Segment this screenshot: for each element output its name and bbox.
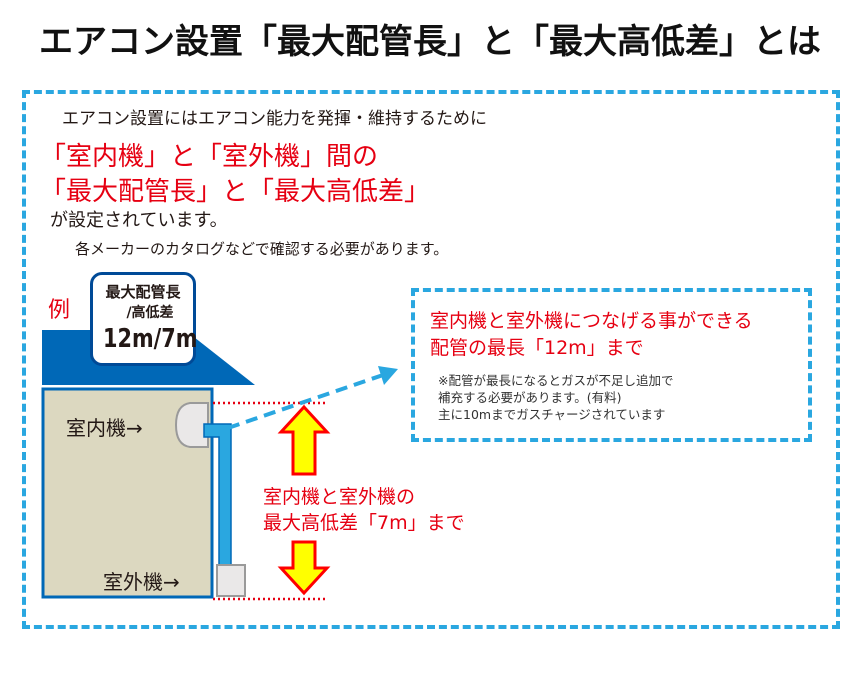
page-title: エアコン設置「最大配管長」と「最大高低差」とは: [39, 22, 821, 62]
indoor-unit-label: 室内機→: [66, 416, 143, 440]
spec-badge: 最大配管長 /高低差 12m/7m: [90, 272, 198, 366]
intro-red-line2: 「最大配管長」と「最大高低差」: [40, 177, 431, 207]
up-arrow-icon: [277, 404, 331, 476]
height-text2: 最大高低差「7m」まで: [263, 512, 465, 534]
callout-note1: ※配管が最長になるとガスが不足し追加で: [438, 373, 674, 388]
badge-line2: /高低差: [126, 305, 174, 321]
badge-value: 12m/7m: [103, 324, 198, 354]
example-label: 例: [48, 298, 71, 323]
indoor-unit: [174, 402, 209, 448]
intro-line2: が設定されています。: [50, 210, 228, 231]
badge-line1: 最大配管長: [105, 283, 181, 301]
outdoor-unit: [216, 564, 246, 597]
callout-dashed-line: [227, 373, 384, 430]
intro-line1: エアコン設置にはエアコン能力を発揮・維持するために: [62, 109, 487, 129]
callout-note3: 主に10mまでガスチャージされています: [438, 407, 666, 422]
callout-arrowhead-icon: [378, 366, 398, 385]
callout-red-line2: 配管の最長「12m」まで: [430, 337, 644, 359]
callout-box: [411, 288, 812, 442]
callout-red-line1: 室内機と室外機につなげる事ができる: [430, 310, 753, 332]
height-text1: 室内機と室外機の: [263, 486, 416, 508]
intro-note: 各メーカーのカタログなどで確認する必要があります。: [75, 240, 449, 258]
down-arrow-icon: [277, 540, 331, 596]
outdoor-unit-label: 室外機→: [103, 570, 180, 594]
callout-note2: 補充する必要があります。(有料): [438, 390, 622, 405]
intro-red-line1: 「室内機」と「室外機」間の: [40, 142, 379, 172]
outer-dashed-frame: [22, 90, 840, 629]
